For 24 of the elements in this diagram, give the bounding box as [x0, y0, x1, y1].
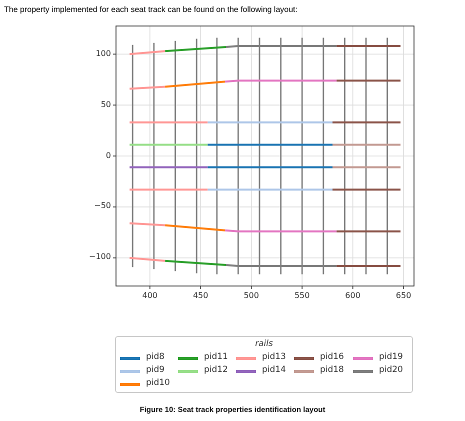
legend-label: pid19: [379, 352, 403, 362]
legend-label: pid11: [204, 352, 228, 362]
axis-tick-label: 400: [141, 291, 159, 300]
legend-title: rails: [254, 339, 274, 349]
legend-label: pid16: [320, 352, 344, 362]
legend-label: pid13: [262, 352, 286, 362]
legend-label: pid20: [379, 365, 403, 375]
legend-label: pid14: [262, 365, 286, 375]
legend-label: pid8: [146, 352, 165, 362]
legend-label: pid9: [146, 365, 165, 375]
legend-label: pid18: [320, 365, 344, 375]
legend-label: pid10: [146, 378, 170, 388]
axis-tick-label: 650: [394, 291, 412, 300]
axis-tick-label: 450: [192, 291, 210, 300]
axis-tick-label: −100: [88, 252, 111, 262]
legend-label: pid12: [204, 365, 228, 375]
axis-tick-label: 50: [100, 100, 111, 109]
heading-text: The property implemented for each seat track can be found on the following layout:: [4, 5, 298, 14]
axis-tick-label: 550: [293, 291, 311, 300]
axis-tick-label: 600: [344, 291, 362, 300]
axis-tick-label: 500: [242, 291, 260, 300]
axis-tick-label: −50: [93, 201, 111, 210]
axis-tick-label: 100: [94, 48, 111, 58]
axis-tick-label: 0: [104, 150, 111, 160]
